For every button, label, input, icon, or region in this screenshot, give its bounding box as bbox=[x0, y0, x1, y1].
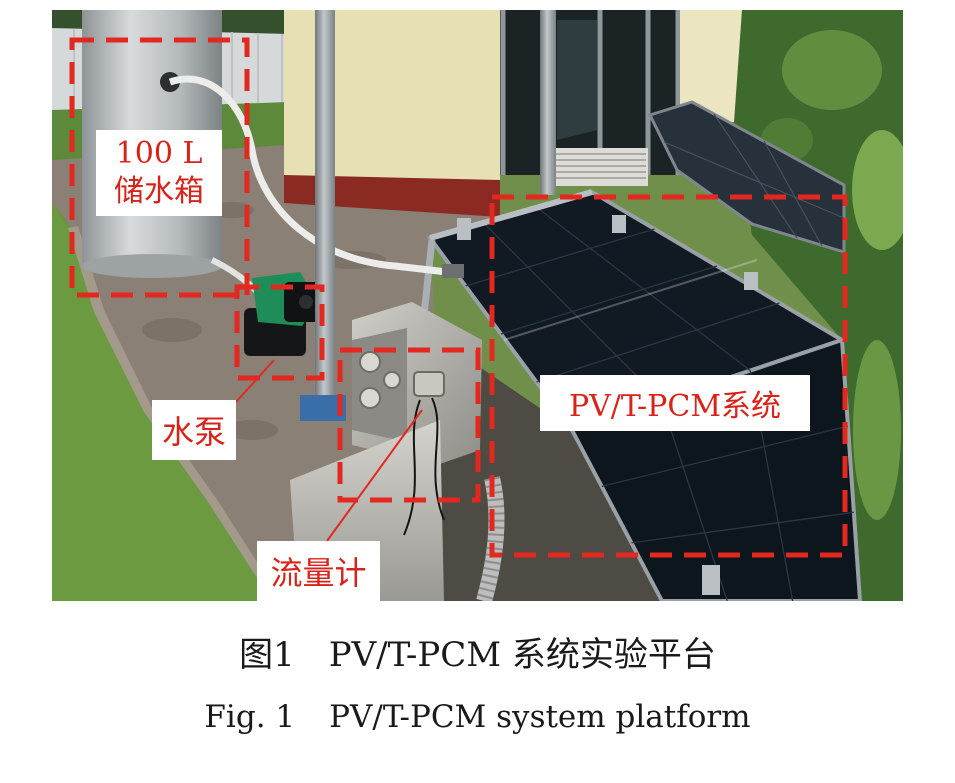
tank-label: 100 L 储水箱 bbox=[96, 130, 222, 216]
caption-zh-number: 图1 bbox=[239, 635, 295, 675]
tank-capacity-text: 100 L bbox=[115, 136, 203, 171]
caption-en-number: Fig. 1 bbox=[204, 699, 296, 735]
panel-support-leg bbox=[420, 239, 436, 316]
pump-label: 水泵 bbox=[152, 400, 236, 460]
flowmeter-leader-line bbox=[326, 409, 423, 542]
pvt-highlight-box bbox=[489, 194, 848, 558]
caption-english: Fig. 1 PV/T-PCM system platform bbox=[0, 690, 955, 744]
building-base-red bbox=[284, 175, 500, 217]
caption-en-title: PV/T-PCM system platform bbox=[329, 699, 751, 735]
flowmeter bbox=[413, 371, 445, 397]
rear-pole bbox=[540, 10, 556, 195]
window-reflection bbox=[557, 20, 597, 140]
background-panel-grid bbox=[663, 113, 845, 247]
caption-zh-title: PV/T-PCM 系统实验平台 bbox=[328, 635, 716, 675]
water-hose bbox=[168, 75, 448, 276]
pump-highlight-box bbox=[234, 284, 325, 381]
wall-vent-slats bbox=[554, 153, 646, 179]
pump-gauge bbox=[299, 295, 313, 309]
annotation-overlay bbox=[69, 37, 848, 558]
tank-name-text: 储水箱 bbox=[114, 174, 204, 209]
pvt-system-label: PV/T-PCM系统 bbox=[540, 375, 810, 431]
sensor-wire bbox=[431, 397, 445, 521]
pv-reflection bbox=[503, 259, 758, 341]
tank-highlight-box bbox=[69, 37, 250, 298]
experiment-photo: 100 L 储水箱 水泵 流量计 PV/T-PCM系统 bbox=[52, 10, 903, 601]
pump-label-text: 水泵 bbox=[161, 413, 226, 451]
sensor-wire bbox=[403, 399, 421, 536]
hose-fitting bbox=[442, 264, 464, 278]
pvt-system-label-text: PV/T-PCM系统 bbox=[568, 389, 782, 424]
water-tank-bottom bbox=[82, 254, 222, 278]
grass-left bbox=[52, 204, 272, 601]
metal-conduit-ribs bbox=[476, 476, 505, 601]
foliage-highlights bbox=[761, 30, 903, 520]
pipe-fittings bbox=[359, 351, 401, 409]
flowmeter-label-text: 流量计 bbox=[270, 554, 367, 592]
caption-chinese: 图1 PV/T-PCM 系统实验平台 bbox=[0, 628, 955, 682]
pump-leader-line bbox=[235, 359, 275, 403]
flowmeter-label: 流量计 bbox=[257, 541, 380, 601]
panel-brackets bbox=[457, 215, 758, 595]
flowmeter-highlight-box bbox=[337, 347, 481, 503]
